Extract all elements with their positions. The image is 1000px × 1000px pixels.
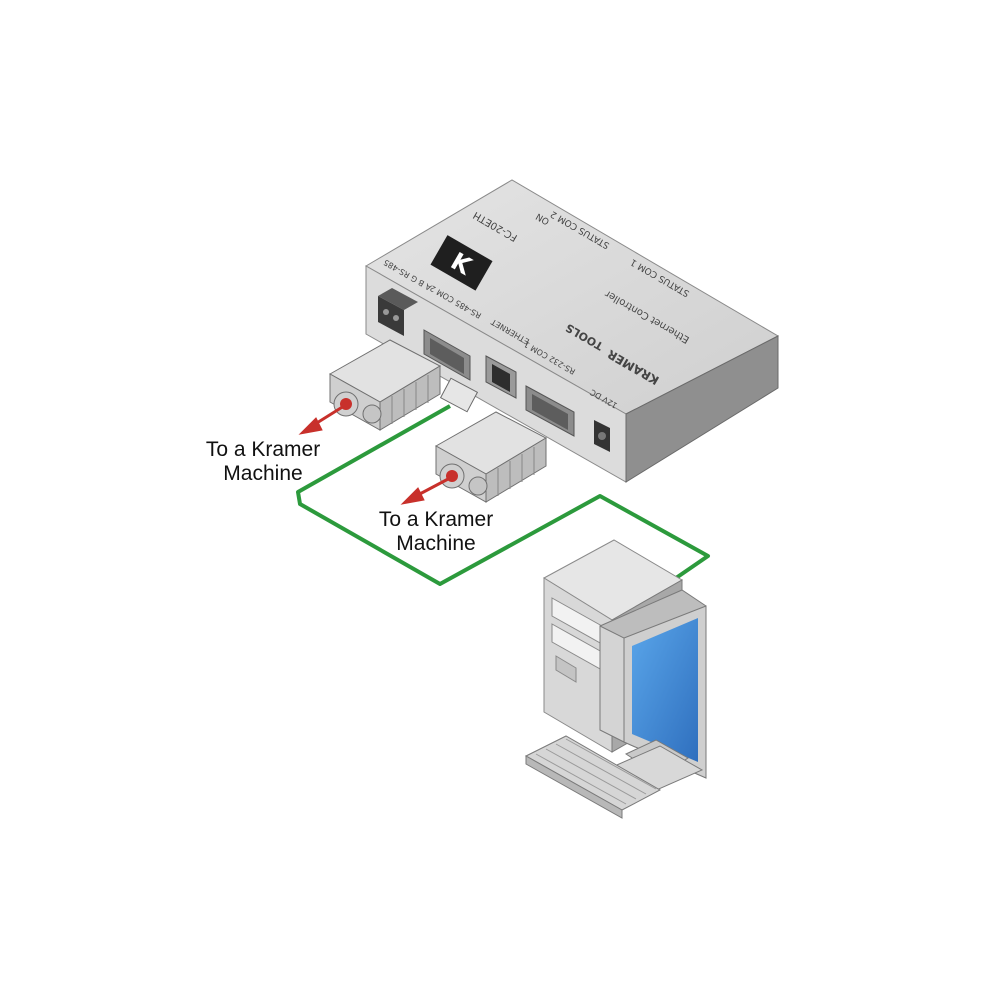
callout-line-1: To a Kramer	[378, 508, 494, 531]
callout-line-2: Machine	[223, 462, 303, 485]
device-side-face	[625, 335, 779, 483]
ethernet-cable	[296, 377, 710, 586]
ethernet-controller-device: K FC-20ETH ON STATUS COM 2 STATUS COM 1 …	[365, 179, 780, 483]
kramer-logo-icon: K	[430, 235, 493, 291]
callout-line-2: Machine	[396, 532, 476, 555]
arrow-to-machine-2	[400, 476, 451, 505]
db9-connector-icon	[423, 329, 471, 381]
callout-to-kramer-machine-1: To a Kramer Machine	[188, 438, 338, 486]
db9-cable-plug-2	[434, 411, 548, 503]
terminal-block-icon	[378, 288, 418, 336]
callout-line-1: To a Kramer	[205, 438, 321, 461]
monitor-screen	[632, 618, 698, 762]
monitor-icon	[599, 589, 707, 793]
keyboard-icon	[524, 735, 662, 819]
db9-cable-plug-1	[328, 339, 442, 431]
callout-to-kramer-machine-2: To a Kramer Machine	[356, 508, 516, 556]
db9-connector-icon	[525, 385, 575, 437]
rj45-port-icon	[485, 355, 517, 399]
arrow-to-machine-1	[298, 404, 345, 435]
power-jack-icon	[594, 420, 610, 452]
